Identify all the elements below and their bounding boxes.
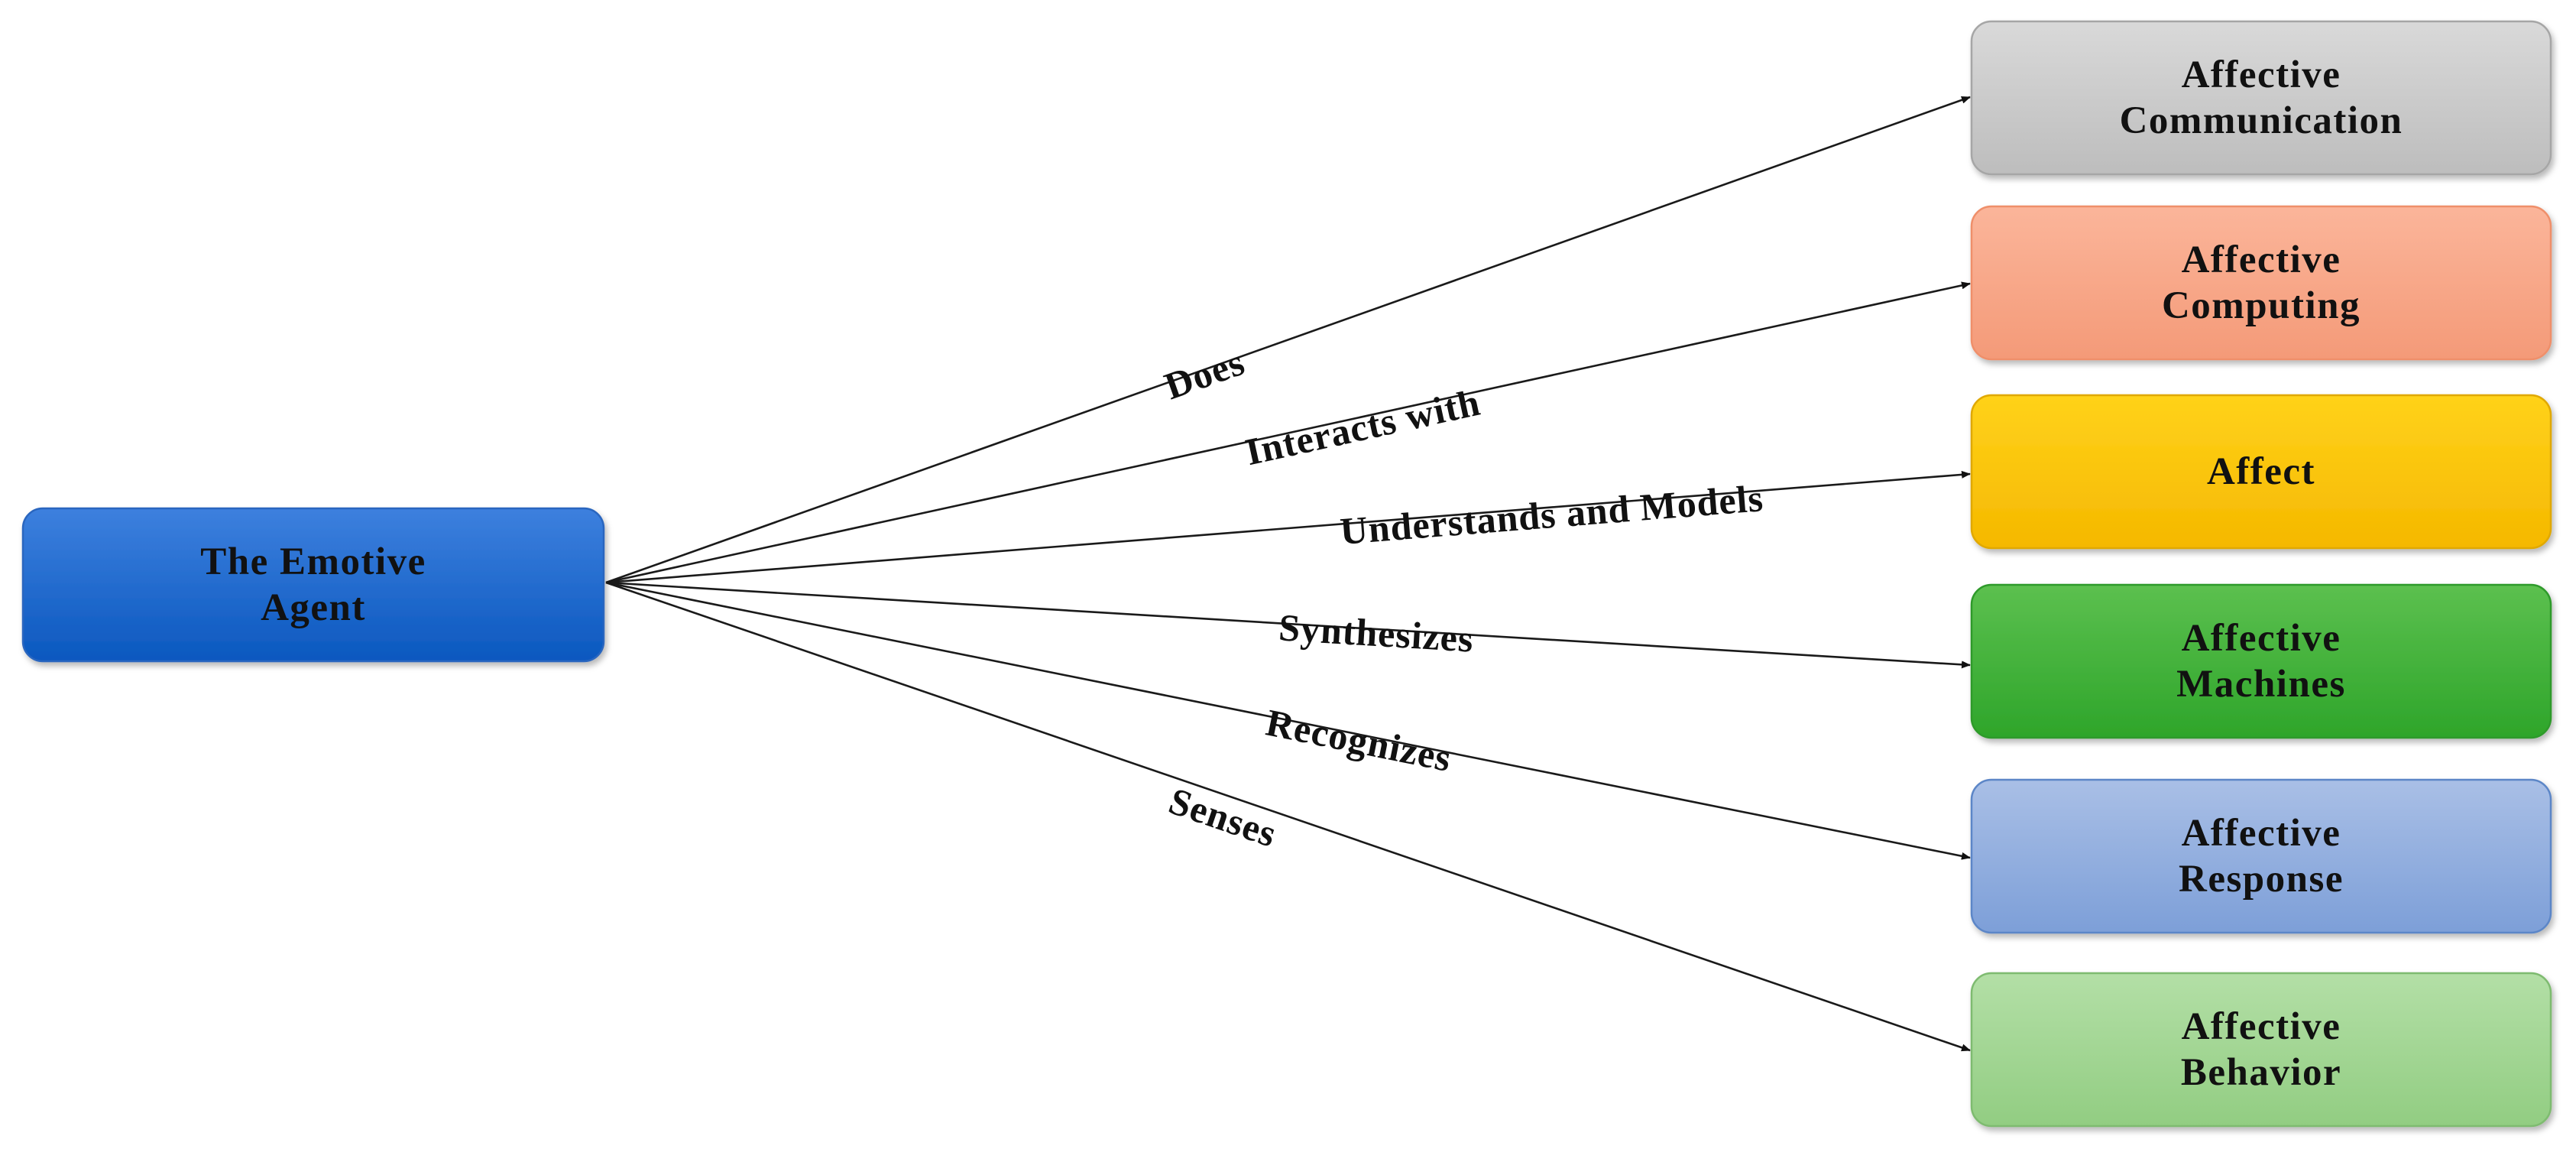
node-affective-computing-label-line: Affective (2182, 239, 2341, 281)
node-the-emotive-agent-shape (21, 507, 605, 663)
node-affective-behavior-shape (1970, 972, 2552, 1128)
node-affective-communication-label-line: Affective (2182, 54, 2341, 96)
node-affective-response-label-line: Affective (2182, 812, 2341, 855)
node-affect-label-line: Affect (2207, 450, 2315, 493)
node-affective-response-shape (1970, 778, 2552, 934)
node-affective-computing-shape (1970, 205, 2552, 361)
node-affective-machines-shape (1970, 583, 2552, 739)
node-affective-computing-label-line: Computing (2162, 284, 2361, 327)
node-the-emotive-agent-label-line: Agent (261, 586, 366, 629)
edge-recognizes-arrow (605, 581, 1971, 860)
edge-synthesizes-arrow (605, 581, 1971, 669)
node-affective-behavior-label-line: Behavior (2181, 1051, 2341, 1094)
node-affective-machines-label-line: Affective (2182, 617, 2341, 660)
node-affect: Affect (1970, 394, 2552, 550)
edges-layer (605, 96, 1971, 1052)
edge-recognizes-label: Recognizes (1262, 701, 1455, 781)
edge-does-label: Does (1159, 340, 1250, 408)
node-the-emotive-agent-label-line: The Emotive (200, 540, 426, 583)
node-affective-communication-shape (1970, 20, 2552, 176)
edge-interacts-with-label: Interacts with (1242, 381, 1484, 474)
edge-senses-arrow (605, 581, 1971, 1052)
node-affect-shape (1970, 394, 2552, 550)
node-affective-machines-label-line: Machines (2176, 663, 2346, 706)
edge-interacts-with-arrow (605, 281, 1971, 584)
nodes-layer: The EmotiveAgentAffectiveCommunicationAf… (21, 20, 2552, 1128)
node-affective-behavior-label-line: Affective (2182, 1005, 2341, 1048)
edge-does-arrow (605, 96, 1971, 584)
edge-senses-label: Senses (1164, 779, 1282, 855)
node-affective-communication-label-line: Communication (2120, 99, 2403, 142)
edge-synthesizes-label: Synthesizes (1278, 605, 1475, 660)
edge-understands-and-models-label: Understands and Models (1339, 476, 1765, 553)
node-affective-response-label-line: Response (2179, 858, 2344, 901)
edge-understands-and-models-arrow (605, 470, 1971, 584)
